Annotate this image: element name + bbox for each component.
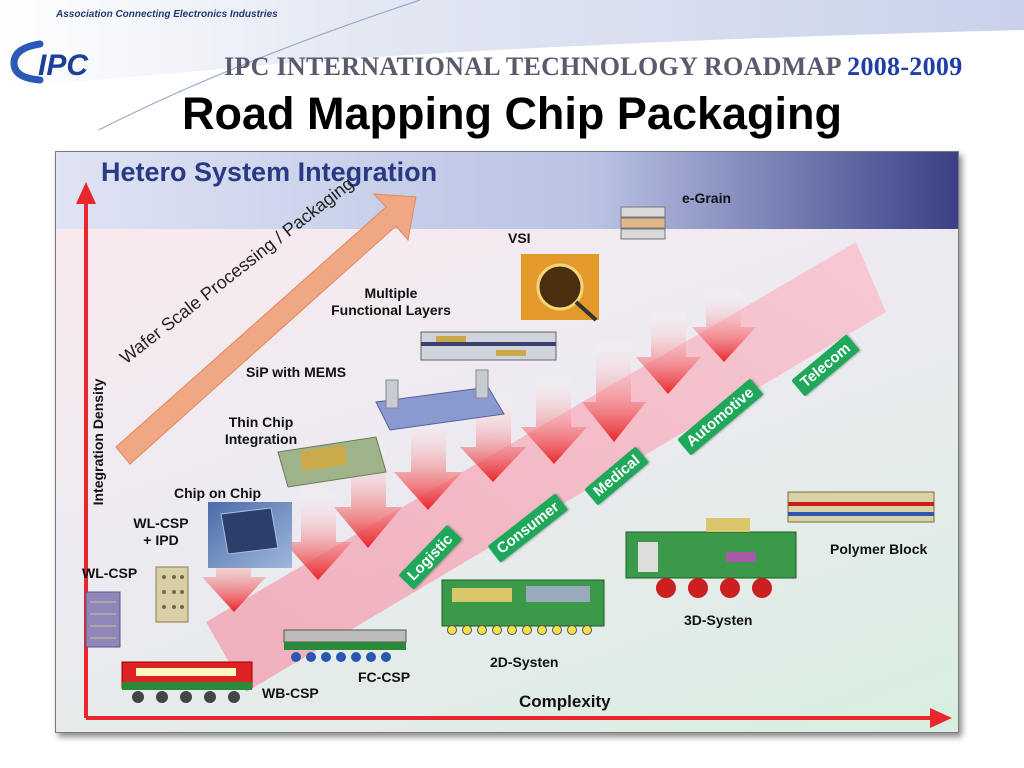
vsi-image — [521, 254, 599, 322]
slide-title: Road Mapping Chip Packaging — [181, 88, 843, 139]
label-e-grain: e-Grain — [682, 190, 732, 206]
roadmap-title: IPC INTERNATIONAL TECHNOLOGY ROADMAP 200… — [224, 52, 963, 82]
label-2d-system: 2D-Systen — [490, 654, 559, 670]
polymer-block-image — [787, 491, 935, 523]
label-sip-mems: SiP with MEMS — [246, 364, 347, 380]
label-chip-on-chip: Chip on Chip — [174, 485, 262, 501]
wl-csp-ipd-image — [155, 566, 189, 623]
label-thin-chip-line1: Thin Chip — [228, 414, 294, 430]
label-thin-chip: Thin Chip Integration — [206, 414, 316, 448]
fc-csp-image — [283, 629, 407, 662]
y-axis-label: Integration Density — [90, 378, 106, 506]
label-wl-csp: WL-CSP — [82, 565, 138, 581]
2d-system-image — [441, 579, 605, 635]
label-wb-csp: WB-CSP — [262, 685, 319, 701]
label-wl-csp-ipd: WL-CSP + IPD — [126, 515, 196, 549]
diagram-graphics — [56, 152, 958, 728]
diagram-title: Hetero System Integration — [101, 157, 438, 187]
pink-integration-band — [206, 242, 886, 692]
ipc-logo[interactable]: IPC — [10, 36, 134, 86]
label-wl-csp-ipd-line2: + IPD — [143, 532, 179, 548]
x-axis-label: Complexity — [519, 692, 611, 711]
egrain-image — [620, 206, 666, 240]
thin-chip-image — [277, 436, 387, 488]
roadmap-title-text: IPC INTERNATIONAL TECHNOLOGY ROADMAP — [224, 52, 841, 81]
3d-system-image — [625, 518, 797, 598]
tagline: Association Connecting Electronics Indus… — [56, 9, 278, 20]
label-polymer-block: Polymer Block — [830, 541, 928, 557]
roadmap-diagram: Hetero System Integration Wafer Scale Pr… — [55, 151, 959, 733]
label-thin-chip-line2: Integration — [224, 431, 298, 447]
label-3d-system: 3D-Systen — [684, 612, 753, 628]
chip-on-chip-image — [208, 502, 292, 568]
label-multiple-line1: Multiple — [364, 285, 418, 301]
wb-csp-image — [121, 661, 253, 703]
multiple-functional-layers-image — [420, 331, 557, 361]
y-axis-arrowhead — [76, 182, 96, 204]
wl-csp-image — [85, 591, 121, 648]
label-wl-csp-ipd-line1: WL-CSP — [133, 515, 189, 531]
label-vsi: VSI — [508, 230, 531, 246]
downward-red-arrows — [202, 292, 756, 612]
diagram-header-bar — [56, 152, 958, 229]
logo-text: IPC — [38, 49, 89, 82]
roadmap-years: 2008-2009 — [847, 52, 963, 81]
sip-mems-image — [375, 369, 505, 431]
trend-arrow — [115, 193, 417, 465]
label-multiple-functional-layers: Multiple Functional Layers — [321, 285, 461, 319]
label-multiple-line2: Functional Layers — [331, 302, 451, 318]
label-fc-csp: FC-CSP — [358, 669, 411, 685]
x-axis-arrowhead — [930, 708, 952, 728]
